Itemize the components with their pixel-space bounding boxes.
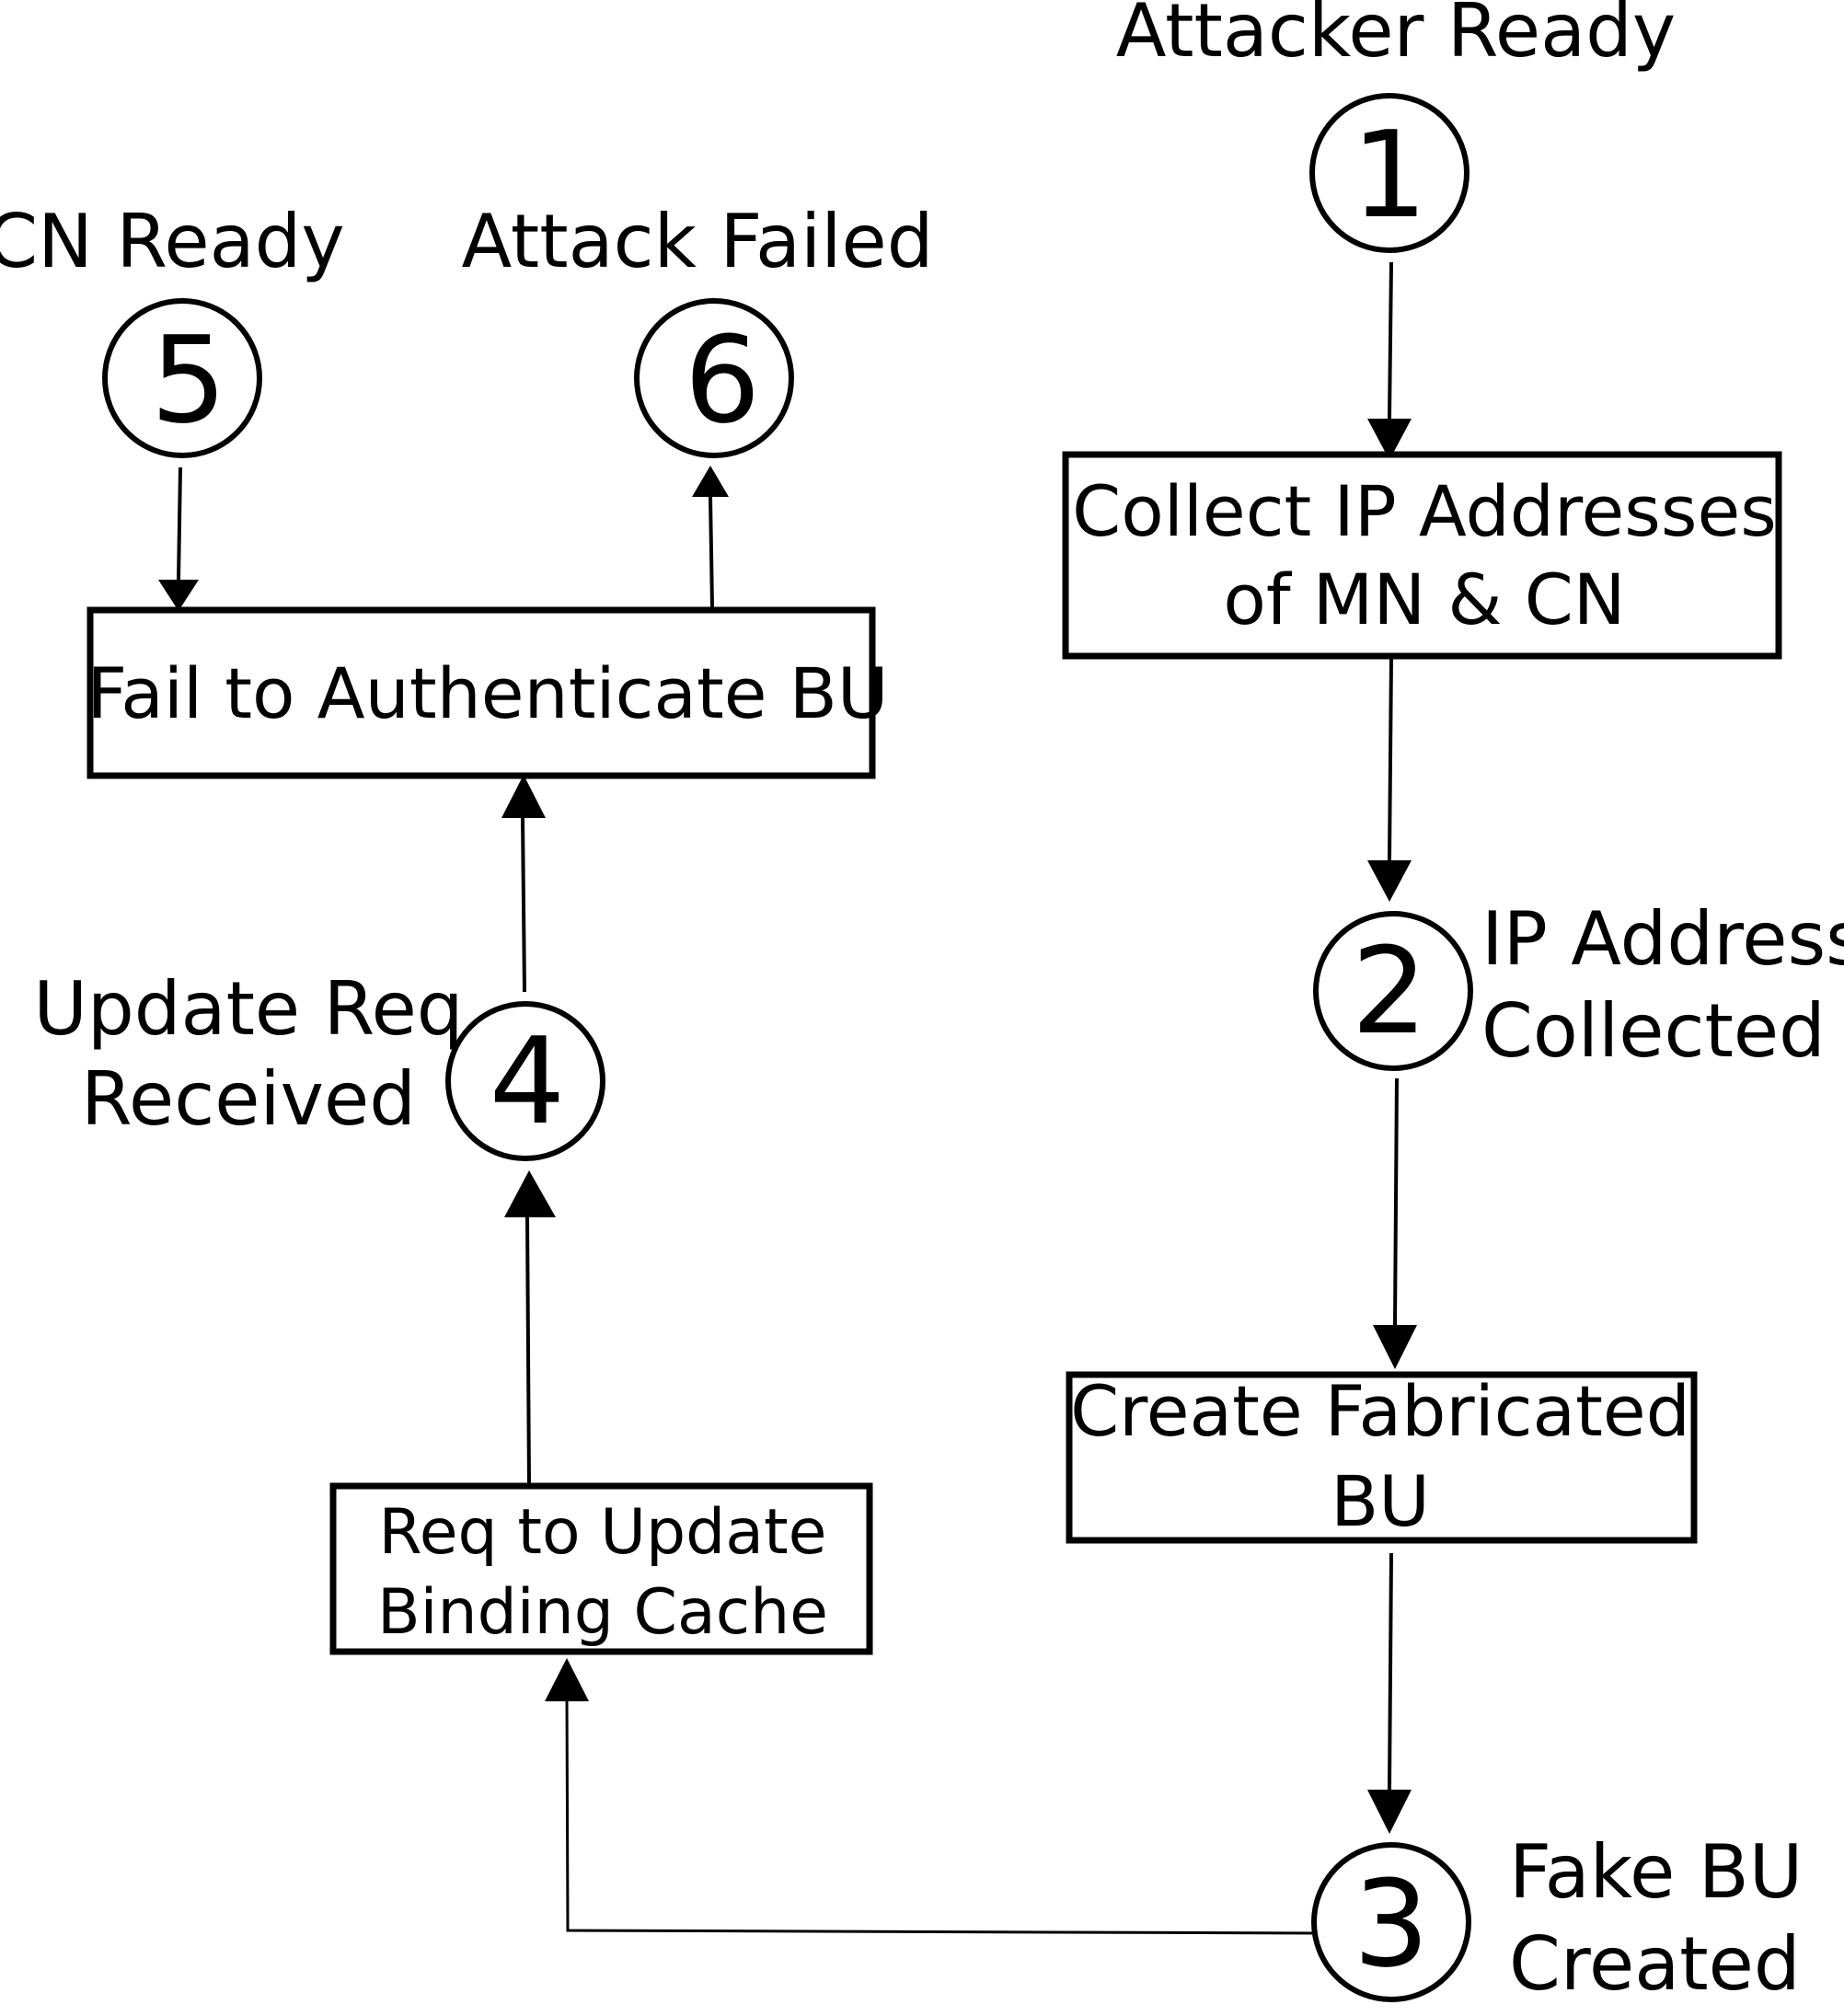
transition-req-update-binding-cache: Req to Update Binding Cache	[329, 1482, 873, 1655]
transition-collect-ip-line2: of MN & CN	[1223, 559, 1625, 640]
edge-t4-to-s6	[709, 496, 714, 608]
transition-req-update-binding-cache-line1: Req to Update	[379, 1496, 827, 1569]
state-5: 5 CN Ready	[0, 199, 345, 458]
transition-collect-ip-box	[1062, 451, 1782, 660]
edges	[158, 261, 1417, 1935]
transition-collect-ip: Collect IP Addresses of MN & CN	[1062, 451, 1782, 660]
state-3-label-line1: Fake BU	[1509, 1829, 1803, 1915]
edge-s1-to-t1	[1388, 261, 1393, 420]
state-6: 6 Attack Failed	[462, 199, 934, 458]
state-3-label-line2: Created	[1509, 1921, 1801, 2007]
state-1-number: 1	[1352, 105, 1428, 245]
transition-create-fabricated-bu-line1: Create Fabricated	[1070, 1370, 1690, 1452]
transition-fail-authenticate-bu: Fail to Authenticate BU	[86, 606, 889, 779]
state-3-number: 3	[1354, 1854, 1430, 1994]
state-2-label-line1: IP Address	[1481, 896, 1844, 982]
arrowhead-t1	[1367, 419, 1412, 460]
transition-fail-authenticate-bu-line1: Fail to Authenticate BU	[87, 652, 889, 734]
state-2-circle	[1313, 911, 1473, 1071]
edge-t2-to-s3	[1388, 1552, 1393, 1791]
edge-s2-to-t2	[1393, 1077, 1399, 1326]
transition-collect-ip-line1: Collect IP Addresses	[1072, 470, 1777, 552]
edge-s3-to-t3	[565, 1694, 1315, 1935]
transition-create-fabricated-bu: Create Fabricated BU	[1066, 1370, 1698, 1544]
state-5-circle	[102, 298, 262, 458]
state-6-label: Attack Failed	[462, 199, 934, 284]
state-2-number: 2	[1352, 921, 1428, 1061]
state-1-label: Attacker Ready	[1116, 0, 1676, 74]
state-6-circle	[634, 298, 794, 458]
arrowhead-t2	[1373, 1325, 1417, 1369]
state-4-circle	[445, 1001, 605, 1161]
state-4-label-line1: Update Req	[33, 966, 463, 1052]
edge-s4-to-t4	[521, 816, 526, 993]
state-4: 4 Update Req Received	[33, 966, 605, 1161]
state-4-label-line2: Received	[81, 1056, 416, 1142]
arrowhead-t4	[501, 775, 546, 818]
arrowhead-t4-from-s5	[158, 580, 199, 611]
transition-create-fabricated-bu-line2: BU	[1331, 1460, 1430, 1542]
arrowhead-s2	[1367, 860, 1412, 902]
edge-t1-to-s2	[1388, 657, 1393, 861]
state-3-circle	[1311, 1842, 1471, 2002]
transition-req-update-binding-cache-box	[329, 1482, 873, 1655]
state-1-circle	[1309, 93, 1469, 253]
arrowhead-s4	[504, 1170, 556, 1217]
edge-t3-to-s4	[525, 1215, 531, 1485]
transition-create-fabricated-bu-box	[1066, 1371, 1698, 1544]
state-5-label: CN Ready	[0, 199, 345, 284]
transition-req-update-binding-cache-line2: Binding Cache	[377, 1576, 828, 1649]
state-2-label-line2: Collected	[1481, 988, 1826, 1074]
state-5-number: 5	[151, 310, 227, 450]
state-6-number: 6	[685, 310, 761, 450]
transition-fail-authenticate-bu-box	[86, 606, 876, 779]
state-2: 2 IP Address Collected	[1313, 896, 1844, 1074]
arrowhead-t3	[545, 1658, 589, 1701]
state-1: 1 Attacker Ready	[1116, 0, 1676, 253]
arrowhead-s3	[1367, 1790, 1412, 1834]
state-3: 3 Fake BU Created	[1311, 1829, 1803, 2007]
arrowhead-s6	[692, 466, 729, 497]
edge-s5-to-t4	[177, 467, 182, 581]
state-4-number: 4	[490, 1011, 566, 1151]
